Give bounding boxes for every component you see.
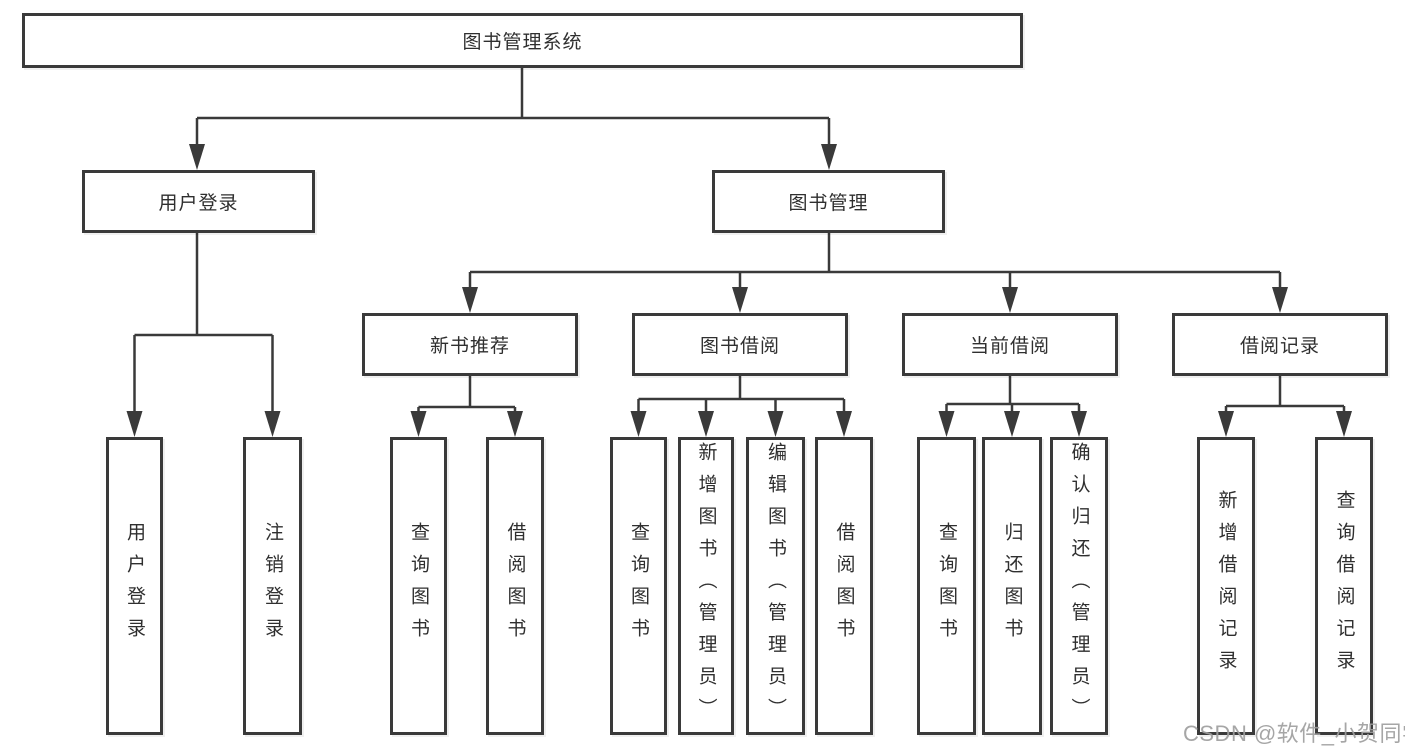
node-library-system-label: 图书管理系统 (462, 32, 583, 53)
arrow-icon (767, 411, 784, 437)
connector-records-to-leaves (1224, 376, 1346, 421)
arrow-icon (462, 287, 478, 313)
leaf-user-login: 用户登录 (106, 437, 163, 735)
leaf-confirm-return-admin: 确认归还（管理员） (1050, 437, 1108, 735)
arrow-icon (189, 144, 205, 170)
arrowheads (126, 144, 1352, 437)
arrow-icon (836, 411, 852, 437)
leaf-current-query-books-label: 查询图书 (936, 522, 957, 650)
leaf-current-query-books: 查询图书 (917, 437, 976, 735)
connector-borrow-to-leaves (637, 376, 846, 421)
node-library-system: 图书管理系统 (22, 13, 1023, 68)
arrow-icon (1071, 411, 1087, 437)
leaf-return-books: 归还图书 (982, 437, 1042, 735)
arrow-icon (1002, 287, 1018, 313)
leaf-user-login-label: 用户登录 (124, 522, 145, 650)
leaf-recommend-borrow-books-label: 借阅图书 (504, 522, 526, 650)
arrow-icon (698, 411, 714, 437)
arrow-icon (938, 411, 955, 437)
leaf-recommend-query-books: 查询图书 (390, 437, 447, 735)
leaf-edit-books-admin: 编辑图书（管理员） (746, 437, 805, 735)
leaf-return-books-label: 归还图书 (1001, 522, 1023, 650)
leaf-borrow-books: 借阅图书 (815, 437, 873, 735)
node-borrow-records: 借阅记录 (1172, 313, 1388, 376)
csdn-watermark: CSDN @软件_小贺同学 (1183, 721, 1405, 746)
connector-mgmt-to-level3 (468, 233, 1282, 297)
arrow-icon (507, 411, 523, 437)
leaf-query-borrow-record: 查询借阅记录 (1315, 437, 1373, 735)
node-current-borrow: 当前借阅 (902, 313, 1118, 376)
arrow-icon (1218, 411, 1234, 437)
leaf-edit-books-admin-label: 编辑图书（管理员） (765, 442, 786, 730)
leaf-logout-label: 注销登录 (262, 522, 283, 650)
node-borrow-records-label: 借阅记录 (1239, 336, 1320, 357)
leaf-add-books-admin-label: 新增图书（管理员） (695, 442, 717, 730)
leaf-borrow-books-label: 借阅图书 (833, 522, 855, 650)
arrow-icon (630, 411, 647, 437)
leaf-add-borrow-record: 新增借阅记录 (1197, 437, 1255, 735)
arrow-icon (1336, 411, 1352, 437)
arrow-icon (410, 411, 427, 437)
arrow-icon (126, 411, 143, 437)
leaf-borrow-query-books: 查询图书 (610, 437, 667, 735)
node-current-borrow-label: 当前借阅 (969, 336, 1050, 357)
leaf-query-borrow-record-label: 查询借阅记录 (1333, 490, 1355, 682)
leaf-confirm-return-admin-label: 确认归还（管理员） (1068, 442, 1090, 730)
leaf-recommend-borrow-books: 借阅图书 (486, 437, 544, 735)
arrow-icon (1272, 287, 1288, 313)
connector-recommend-to-leaves (417, 376, 517, 421)
node-new-book-recommend: 新书推荐 (362, 313, 578, 376)
leaf-add-borrow-record-label: 新增借阅记录 (1215, 490, 1237, 682)
node-user-login-label: 用户登录 (158, 193, 239, 214)
arrow-icon (821, 144, 837, 170)
leaf-add-books-admin: 新增图书（管理员） (678, 437, 734, 735)
node-new-book-recommend-label: 新书推荐 (429, 336, 510, 357)
arrow-icon (1004, 411, 1020, 437)
arrow-icon (732, 287, 748, 313)
node-book-borrow: 图书借阅 (632, 313, 848, 376)
node-book-management: 图书管理 (712, 170, 945, 233)
connector-root-to-level2 (195, 68, 831, 152)
node-book-management-label: 图书管理 (788, 193, 869, 214)
node-user-login: 用户登录 (82, 170, 315, 233)
arrow-icon (264, 411, 281, 437)
node-book-borrow-label: 图书借阅 (699, 336, 780, 357)
leaf-borrow-query-books-label: 查询图书 (628, 522, 649, 650)
leaf-logout: 注销登录 (243, 437, 302, 735)
connector-login-to-leaves (133, 233, 274, 421)
leaf-recommend-query-books-label: 查询图书 (408, 522, 429, 650)
